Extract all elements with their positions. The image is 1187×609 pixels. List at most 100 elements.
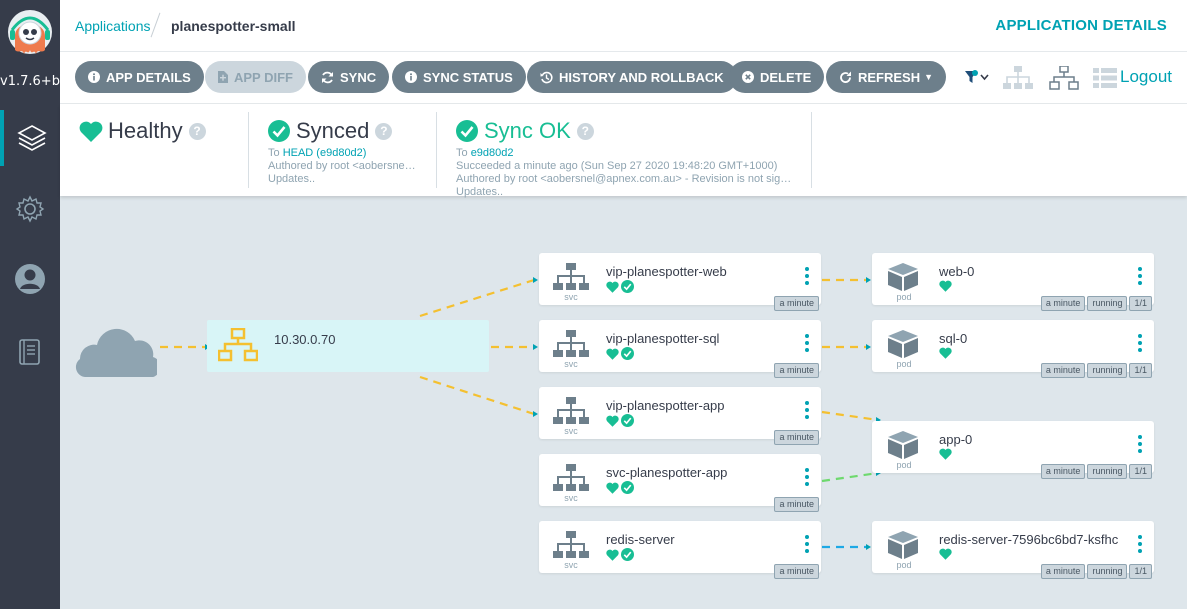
resource-name: web-0 (939, 264, 975, 279)
sync-status-button[interactable]: SYNC STATUS (392, 61, 526, 93)
app-diff-label: APP DIFF (234, 69, 293, 85)
kind-label: pod (896, 560, 912, 570)
sidebar: v1.7.6+b (0, 0, 60, 609)
nav-settings[interactable] (0, 181, 60, 237)
kebab-menu-icon[interactable] (805, 267, 809, 285)
resource-name: svc-planespotter-app (606, 465, 728, 480)
heart-icon (606, 482, 619, 494)
kebab-menu-icon[interactable] (805, 334, 809, 352)
ingress-ip: 10.30.0.70 (274, 332, 336, 347)
nav-applications[interactable] (0, 110, 60, 166)
refresh-button[interactable]: REFRESH ▼ (826, 61, 947, 93)
health-indicators (606, 548, 634, 561)
ready-badge: 1/1 (1129, 296, 1152, 311)
status-panel: Healthy ? Synced ? To HEAD (e9d80d2) Aut… (60, 104, 1187, 198)
kind-label: svc (564, 292, 578, 302)
service-icon (553, 397, 589, 424)
nav-user-info[interactable] (0, 251, 60, 307)
cloud-icon (75, 328, 157, 377)
pod-node[interactable]: pod sql-0 a minute running 1/1 (872, 320, 1154, 378)
kebab-menu-icon[interactable] (805, 401, 809, 419)
file-diff-icon (218, 71, 228, 83)
help-icon[interactable]: ? (375, 122, 393, 140)
operation-status[interactable]: Sync OK ? To e9d80d2 Succeeded a minute … (456, 112, 796, 198)
heart-icon (939, 448, 952, 460)
help-icon[interactable]: ? (576, 122, 594, 140)
sync-author: Authored by root <aobersne… (268, 160, 416, 172)
service-icon (553, 464, 589, 491)
history-rollback-button[interactable]: HISTORY AND ROLLBACK (527, 61, 737, 93)
check-circle-icon (621, 280, 634, 293)
node-tags: a minute running 1/1 (1040, 564, 1152, 579)
resource-name: vip-planespotter-sql (606, 331, 720, 346)
network-view-icon[interactable] (1041, 65, 1087, 91)
kind-label: svc (564, 493, 578, 503)
resource-name: app-0 (939, 432, 973, 447)
breadcrumb-applications[interactable]: Applications (75, 18, 151, 34)
service-node[interactable]: svc vip-planespotter-sql a minute (539, 320, 821, 378)
sync-label: SYNC (340, 69, 377, 85)
service-node[interactable]: svc vip-planespotter-web a minute (539, 253, 821, 311)
list-view-icon[interactable] (1087, 65, 1123, 91)
node-tags: a minute (774, 564, 819, 579)
health-title: Healthy (108, 118, 183, 143)
health-indicators (606, 280, 634, 293)
operation-title: Sync OK (484, 118, 571, 143)
check-circle-icon (456, 120, 478, 142)
service-node[interactable]: svc svc-planespotter-app a minute (539, 454, 821, 512)
kebab-menu-icon[interactable] (1138, 535, 1142, 553)
kebab-menu-icon[interactable] (1138, 334, 1142, 352)
nav-docs[interactable] (0, 324, 60, 380)
sync-button[interactable]: SYNC (308, 61, 390, 93)
logout-link[interactable]: Logout (1120, 67, 1172, 86)
health-indicators (939, 548, 952, 560)
service-node[interactable]: svc vip-planespotter-app a minute (539, 387, 821, 445)
history-rollback-label: HISTORY AND ROLLBACK (559, 69, 724, 85)
kebab-menu-icon[interactable] (805, 468, 809, 486)
view-switcher (965, 65, 1123, 91)
ingress-node[interactable]: 10.30.0.70 (207, 320, 489, 372)
user-icon (15, 264, 45, 294)
toolbar: APP DETAILS APP DIFF SYNC SYNC STATUS HI… (60, 52, 1187, 104)
operation-revision-link[interactable]: e9d80d2 (470, 147, 514, 159)
delete-button[interactable]: DELETE (729, 61, 825, 93)
pod-icon (888, 431, 918, 459)
kind-label: svc (564, 560, 578, 570)
app-diff-button[interactable]: APP DIFF (205, 61, 306, 93)
service-icon (553, 330, 589, 357)
sync-status[interactable]: Synced ? To HEAD (e9d80d2) Authored by r… (268, 112, 428, 188)
kebab-menu-icon[interactable] (1138, 435, 1142, 453)
operation-author: Authored by root <aobersnel@apnex.com.au… (456, 173, 792, 185)
help-icon[interactable]: ? (188, 122, 206, 140)
ready-badge: 1/1 (1129, 464, 1152, 479)
version-label: v1.7.6+b (0, 74, 60, 89)
heart-icon (606, 348, 619, 360)
age-badge: a minute (1040, 564, 1086, 579)
book-icon (19, 339, 40, 365)
pod-node[interactable]: pod app-0 a minute running 1/1 (872, 421, 1154, 479)
heart-icon (939, 347, 952, 359)
kebab-menu-icon[interactable] (1138, 267, 1142, 285)
filter-icon[interactable] (965, 65, 995, 91)
state-badge: running (1087, 564, 1128, 579)
kebab-menu-icon[interactable] (805, 535, 809, 553)
pod-node[interactable]: pod web-0 a minute running 1/1 (872, 253, 1154, 311)
argo-logo[interactable] (5, 8, 55, 68)
sync-revision-link[interactable]: HEAD (e9d80d2) (282, 147, 367, 159)
divider (248, 112, 249, 188)
pod-node[interactable]: pod redis-server-7596bc6bd7-ksfhc a minu… (872, 521, 1154, 579)
pod-icon (888, 263, 918, 291)
heart-icon (606, 415, 619, 427)
heart-icon (939, 280, 952, 292)
tree-view-icon[interactable] (995, 65, 1041, 91)
state-badge: running (1087, 296, 1128, 311)
app-details-button[interactable]: APP DETAILS (75, 61, 204, 93)
delete-label: DELETE (760, 69, 812, 85)
info-icon (88, 71, 100, 83)
check-circle-icon (621, 414, 634, 427)
health-status[interactable]: Healthy ? (79, 112, 239, 188)
node-tags: a minute running 1/1 (1040, 464, 1152, 479)
health-indicators (606, 414, 634, 427)
service-node[interactable]: svc redis-server a minute (539, 521, 821, 579)
network-icon (218, 328, 258, 362)
